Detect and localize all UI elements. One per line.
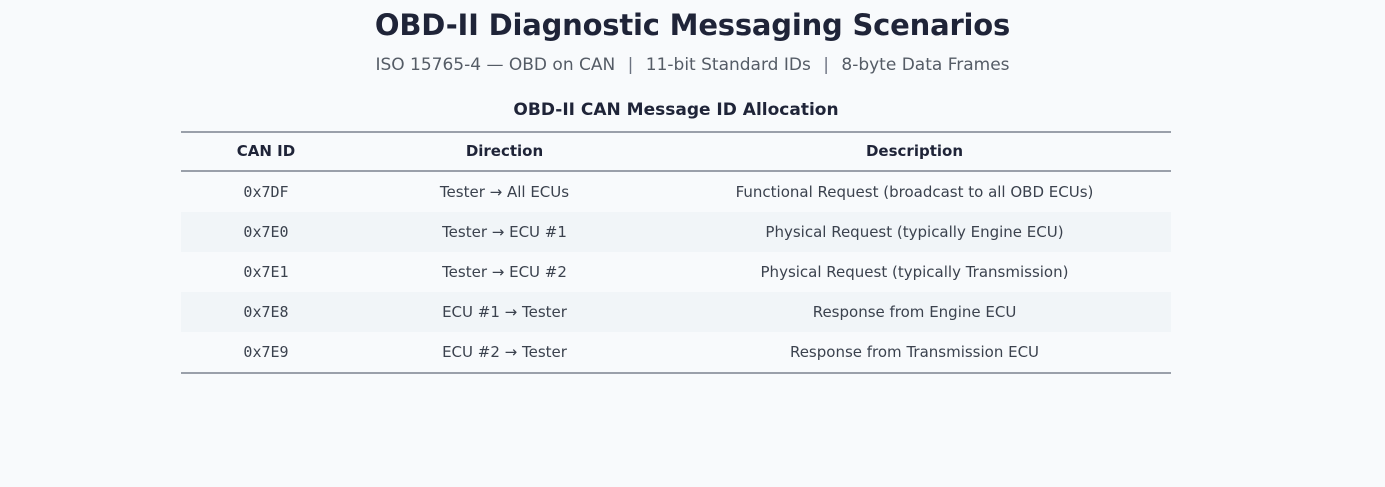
- subtitle-separator-2: |: [823, 55, 829, 75]
- table-caption: OBD-II CAN Message ID Allocation: [513, 100, 839, 120]
- column-header-can-id: CAN ID: [181, 131, 351, 172]
- table-header-row: CAN ID Direction Description: [181, 131, 1171, 172]
- table-row: 0x7E9 ECU #2 → Tester Response from Tran…: [181, 332, 1171, 374]
- column-header-direction: Direction: [351, 131, 658, 172]
- cell-description: Physical Request (typically Transmission…: [760, 263, 1069, 281]
- cell-direction: Tester → ECU #1: [351, 212, 658, 252]
- cell-description: Response from Transmission ECU: [658, 332, 1171, 374]
- subtitle-part-ids: 11-bit Standard IDs: [645, 55, 811, 75]
- cell-direction: ECU #1 → Tester: [351, 292, 658, 332]
- cell-can-id: 0x7E8: [181, 292, 351, 332]
- subtitle-separator-1: |: [627, 55, 634, 75]
- can-id-allocation-table-block: OBD-II CAN Message ID Allocation CAN ID …: [181, 100, 1171, 374]
- cell-direction: ECU #2 → Tester: [351, 332, 658, 374]
- table-body: 0x7DF Tester → All ECUs Functional Reque…: [181, 171, 1171, 374]
- cell-can-id: 0x7E0: [181, 212, 351, 252]
- table-header: CAN ID Direction Description: [181, 131, 1171, 172]
- table-row: 0x7E0 Tester → ECU #1 Physical Request (…: [181, 212, 1171, 252]
- column-header-description: Description: [658, 131, 1171, 172]
- can-id-allocation-table: CAN ID Direction Description 0x7DF Teste…: [181, 131, 1171, 374]
- cell-description: Functional Request (broadcast to all OBD…: [735, 183, 1094, 201]
- cell-direction: Tester → All ECUs: [439, 183, 570, 201]
- cell-can-id: 0x7E1: [243, 263, 289, 281]
- cell-can-id: 0x7DF: [243, 183, 289, 201]
- page-title: OBD-II Diagnostic Messaging Scenarios: [374, 8, 1011, 42]
- table-row: 0x7E8 ECU #1 → Tester Response from Engi…: [181, 292, 1171, 332]
- cell-description: Response from Engine ECU: [658, 292, 1171, 332]
- subtitle-part-frames: 8-byte Data Frames: [841, 55, 1010, 75]
- table-row: 0x7DF Tester → All ECUs Functional Reque…: [181, 171, 1171, 212]
- cell-direction: Tester → ECU #2: [442, 263, 567, 281]
- table-row: 0x7E1 Tester → ECU #2 Physical Request (…: [181, 252, 1171, 292]
- page-subtitle: ISO 15765-4 — OBD on CAN | 11-bit Standa…: [0, 42, 1385, 75]
- subtitle-part-standard: ISO 15765-4 — OBD on CAN: [375, 55, 616, 75]
- cell-can-id: 0x7E9: [181, 332, 351, 374]
- cell-description: Physical Request (typically Engine ECU): [658, 212, 1171, 252]
